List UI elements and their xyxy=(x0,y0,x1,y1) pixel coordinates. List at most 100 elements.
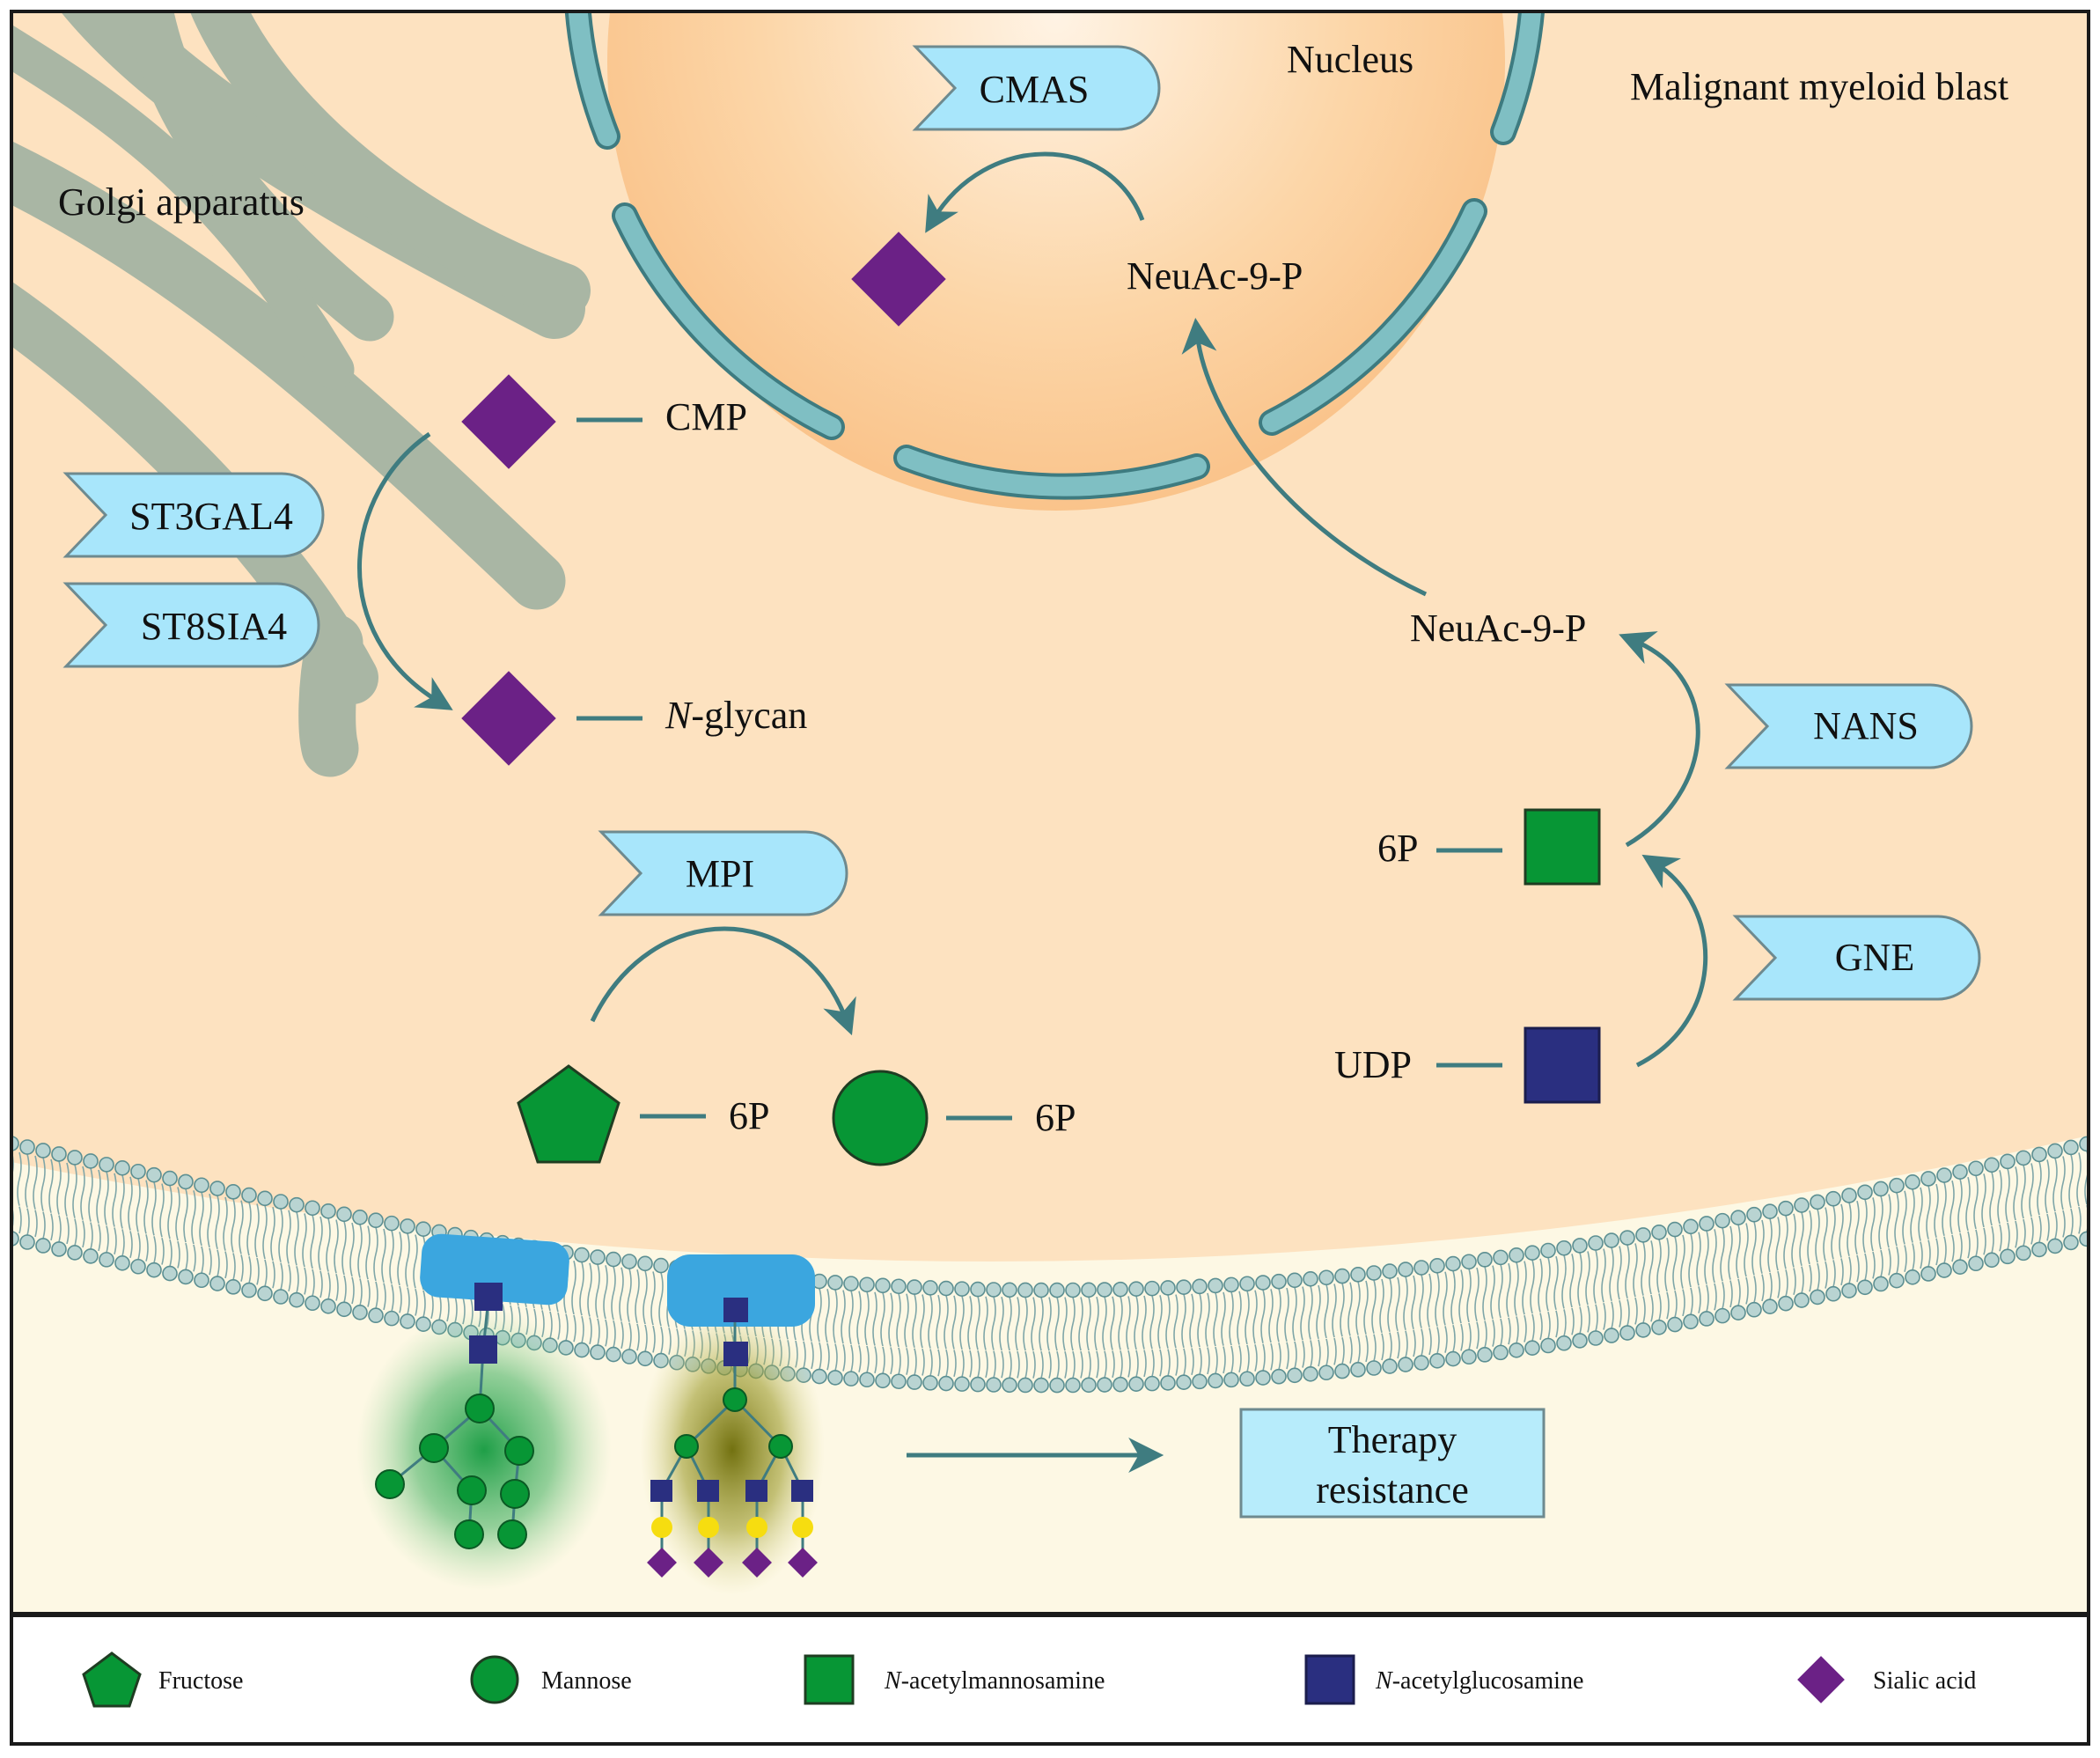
nucleus-label: Nucleus xyxy=(1287,38,1413,81)
lipid-head xyxy=(209,1181,225,1196)
mannose-icon xyxy=(832,1070,929,1166)
enzyme-st8sia4-label: ST8SIA4 xyxy=(141,605,287,648)
cmp-sialic-acid xyxy=(461,374,556,469)
lipid-head xyxy=(1683,1218,1699,1235)
legend-sialic-acid-icon xyxy=(1797,1656,1845,1703)
lipid-head xyxy=(574,1247,590,1263)
nucleus xyxy=(607,11,1505,511)
lipid-head xyxy=(1208,1372,1223,1389)
lipid-head xyxy=(1778,1295,1794,1312)
lipid-head xyxy=(194,1177,209,1194)
lipid-head xyxy=(368,1212,384,1229)
sialic-acid-icon xyxy=(694,1548,723,1578)
mannose-icon xyxy=(457,1475,487,1505)
lipid-head xyxy=(320,1298,336,1314)
lipid-head xyxy=(954,1376,970,1392)
lipid-head xyxy=(305,1295,320,1312)
lipid-head xyxy=(891,1278,907,1295)
lipid-head xyxy=(827,1370,843,1386)
lipid-head xyxy=(907,1374,922,1390)
lipid-head xyxy=(1810,1289,1825,1306)
lipid-head xyxy=(83,1248,99,1264)
lipid-head xyxy=(241,1187,257,1203)
galactose-icon xyxy=(792,1517,813,1538)
lipid-head xyxy=(1318,1364,1334,1381)
lipid-head xyxy=(1984,1252,2000,1269)
lipid-head xyxy=(606,1251,621,1268)
lipid-head xyxy=(637,1255,653,1272)
lipid-head xyxy=(19,1234,35,1250)
fructose-icon xyxy=(517,1064,620,1164)
lipid-head xyxy=(1936,1262,1952,1278)
lipid-head xyxy=(1049,1377,1065,1394)
lipid-head xyxy=(1112,1281,1128,1298)
lipid-head xyxy=(35,1238,51,1254)
lipid-head xyxy=(922,1280,938,1296)
lipid-head xyxy=(1493,1344,1509,1361)
lipid-head xyxy=(1952,1259,1968,1275)
legend-fructose-label: Fructose xyxy=(158,1667,243,1695)
lipid-head xyxy=(1160,1280,1176,1296)
glcNAc-icon xyxy=(697,1480,719,1502)
lipid-head xyxy=(1572,1238,1588,1254)
lipid-head xyxy=(1223,1276,1239,1293)
lipid-head xyxy=(273,1289,289,1305)
gne-reaction-arrow xyxy=(1635,854,1708,1068)
lipid-head xyxy=(1873,1181,1889,1197)
lipid-head xyxy=(922,1375,938,1391)
lipid-head xyxy=(1002,1377,1017,1394)
lipid-head xyxy=(1762,1203,1778,1220)
lipid-head xyxy=(1841,1188,1857,1203)
glcNAc-icon xyxy=(791,1480,813,1502)
lipid-head xyxy=(289,1291,305,1308)
lipid-head xyxy=(1065,1282,1081,1298)
lipid-head xyxy=(1413,1355,1429,1371)
lipid-head xyxy=(162,1170,178,1187)
lipid-head xyxy=(2063,1234,2079,1251)
lipid-head xyxy=(352,1305,368,1320)
lipid-head xyxy=(1509,1342,1524,1358)
lipid-head xyxy=(1746,1301,1762,1318)
lipid-head xyxy=(1477,1252,1493,1268)
lipid-head xyxy=(590,1249,606,1265)
lipid-head xyxy=(1334,1268,1350,1284)
lipid-head xyxy=(1572,1333,1588,1349)
lipid-head xyxy=(1509,1247,1524,1263)
n-glycan-label: N-glycan xyxy=(665,694,807,737)
glycan-glow-unsialylated xyxy=(356,1309,612,1591)
lipid-head xyxy=(114,1160,130,1176)
legend-glcNAc-icon xyxy=(1304,1654,1355,1705)
mannac-6p-label: 6P xyxy=(1377,827,1418,870)
lipid-head xyxy=(1350,1267,1366,1283)
lipid-head xyxy=(384,1215,400,1232)
mpi-reaction-arrow xyxy=(590,926,856,1036)
lipid-head xyxy=(1334,1363,1350,1379)
lipid-head xyxy=(1857,1184,1873,1201)
glcNAc-icon xyxy=(745,1480,767,1502)
lipid-head xyxy=(1128,1281,1144,1297)
lipid-head xyxy=(1952,1164,1968,1180)
lipid-head xyxy=(336,1206,352,1223)
enzyme-cmas-label: CMAS xyxy=(980,68,1090,111)
lipid-head xyxy=(273,1194,289,1210)
lipid-head xyxy=(1715,1212,1730,1229)
lipid-head xyxy=(1287,1272,1303,1289)
lipid-head xyxy=(1271,1273,1287,1290)
glcNAc-icon xyxy=(650,1480,672,1502)
lipid-head xyxy=(811,1368,827,1385)
lipid-head xyxy=(99,1157,114,1173)
lipid-head xyxy=(827,1275,843,1291)
lipid-head xyxy=(1715,1307,1730,1324)
mannose-icon xyxy=(768,1434,793,1459)
lipid-head xyxy=(1461,1254,1477,1270)
lipid-head xyxy=(1825,1190,1841,1207)
lipid-head xyxy=(1255,1370,1271,1386)
lipid-head xyxy=(2063,1139,2079,1156)
therapy-label: Therapy xyxy=(1328,1418,1458,1461)
lipid-head xyxy=(2000,1153,2016,1170)
lipid-head xyxy=(1920,1266,1936,1282)
mannose-6p-label: 6P xyxy=(1035,1096,1076,1139)
lipid-head xyxy=(225,1184,241,1200)
nuclear-envelope xyxy=(564,11,1546,500)
lipid-head xyxy=(1683,1313,1699,1330)
